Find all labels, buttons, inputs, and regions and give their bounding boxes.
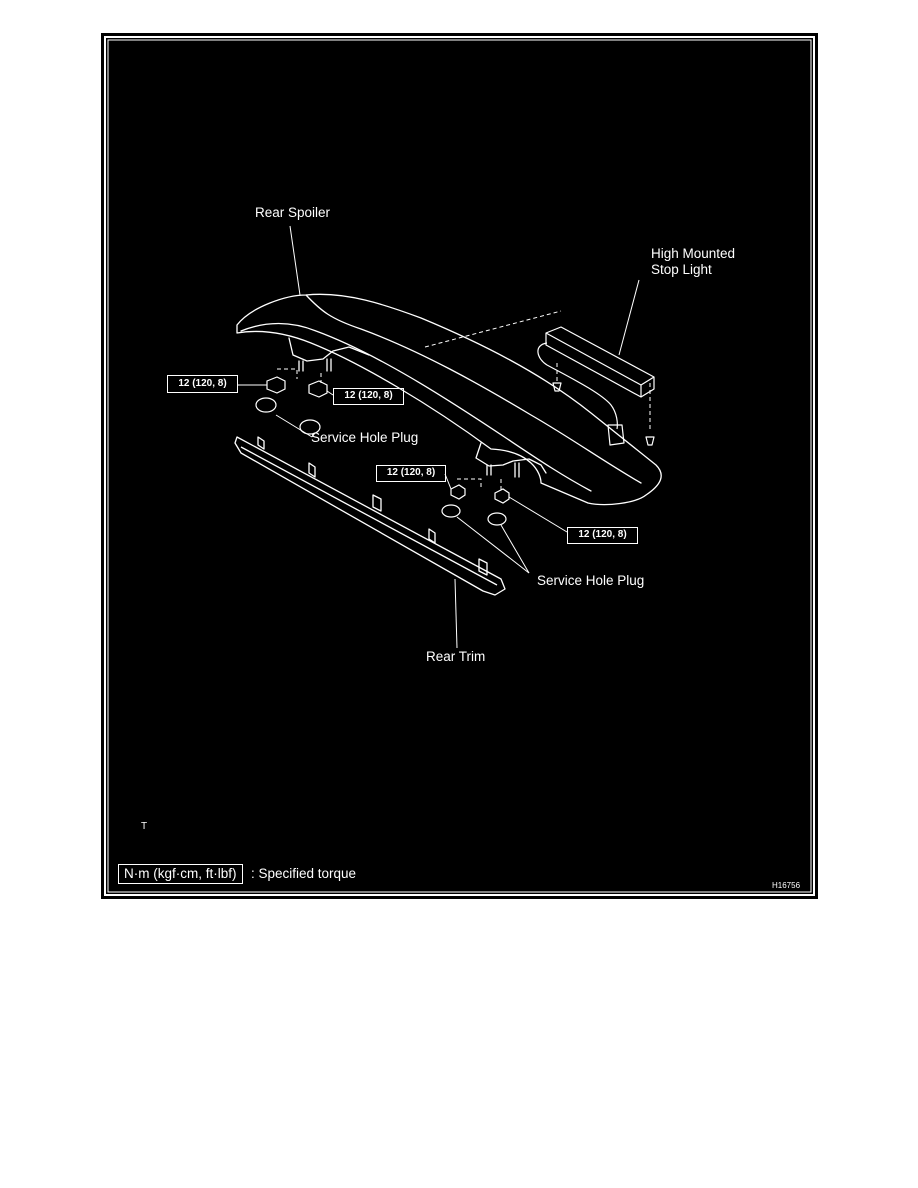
- spoiler-left-leg: [288, 337, 370, 362]
- trim-clip-4: [428, 528, 436, 544]
- stop-light-top: [545, 332, 655, 386]
- leader-torque-left-b: [326, 390, 334, 396]
- torque-spec-left-a: 12 (120, 8): [167, 375, 238, 393]
- trim-clip-2: [308, 462, 316, 478]
- rear-trim-inner: [240, 446, 498, 586]
- dashed-right-a: [457, 478, 482, 489]
- inner-frame: [107, 39, 812, 893]
- stoplight-screw-a: [552, 382, 562, 392]
- legend-description: : Specified torque: [251, 866, 357, 881]
- stud-left-a: [298, 360, 304, 372]
- label-rear-spoiler: Rear Spoiler: [255, 205, 331, 220]
- diagram-panel: Rear Spoiler High Mounted Stop Light Ser…: [101, 33, 818, 899]
- dashed-left-a: [277, 368, 298, 379]
- torque-spec-left-b: 12 (120, 8): [333, 388, 404, 405]
- leader-torque-right-a: [444, 473, 452, 490]
- outer-frame: [104, 36, 815, 896]
- rear-spoiler-ridge: [240, 322, 592, 492]
- trim-clip-1: [257, 436, 265, 450]
- stop-light-connector: [607, 424, 625, 446]
- torque-spec-right-b: 12 (120, 8): [567, 527, 638, 544]
- spoiler-right-leg: [475, 442, 547, 474]
- stoplight-screw-b: [645, 436, 655, 446]
- stud-right-a: [486, 464, 492, 476]
- label-high-mounted-stop-light-2: Stop Light: [651, 262, 712, 277]
- label-service-hole-plug-left: Service Hole Plug: [311, 430, 419, 445]
- service-plug-left-a: [255, 397, 277, 413]
- diagram-drawing: [104, 36, 815, 896]
- label-rear-trim: Rear Trim: [426, 649, 486, 664]
- torque-spec-right-a: 12 (120, 8): [376, 465, 446, 482]
- label-service-hole-plug-right: Service Hole Plug: [537, 573, 645, 588]
- leader-plug-left: [275, 414, 316, 438]
- nut-right-b: [494, 488, 510, 504]
- leader-rear-spoiler: [289, 225, 301, 296]
- stop-light-wire: [537, 342, 618, 430]
- rear-spoiler-inner-ridge: [305, 294, 642, 484]
- stop-light-housing: [545, 326, 655, 398]
- figure-code: H16756: [772, 881, 801, 890]
- leader-plug-right-a: [456, 516, 530, 574]
- leader-torque-right-b: [508, 496, 568, 533]
- leader-plug-right-b: [500, 524, 530, 574]
- trim-clip-5: [478, 558, 488, 576]
- service-plug-left-b: [299, 419, 321, 435]
- stud-right-b: [514, 462, 520, 478]
- rear-spoiler-shape: [236, 293, 662, 506]
- rear-trim-shape: [234, 436, 506, 596]
- label-high-mounted-stop-light-1: High Mounted: [651, 246, 736, 261]
- stray-mark-t: T: [141, 821, 148, 832]
- leader-stop-light: [618, 279, 640, 356]
- trim-clip-3: [372, 494, 382, 512]
- legend-unit-box: N·m (kgf·cm, ft·lbf): [118, 864, 243, 884]
- stud-left-b: [326, 358, 332, 372]
- leader-rear-trim: [454, 578, 458, 649]
- service-plug-right-b: [487, 512, 507, 526]
- dashed-stoplight-link: [424, 310, 562, 348]
- nut-right-a: [450, 484, 466, 500]
- service-plug-right-a: [441, 504, 461, 518]
- nut-left-a: [266, 376, 286, 394]
- nut-left-b: [308, 380, 328, 398]
